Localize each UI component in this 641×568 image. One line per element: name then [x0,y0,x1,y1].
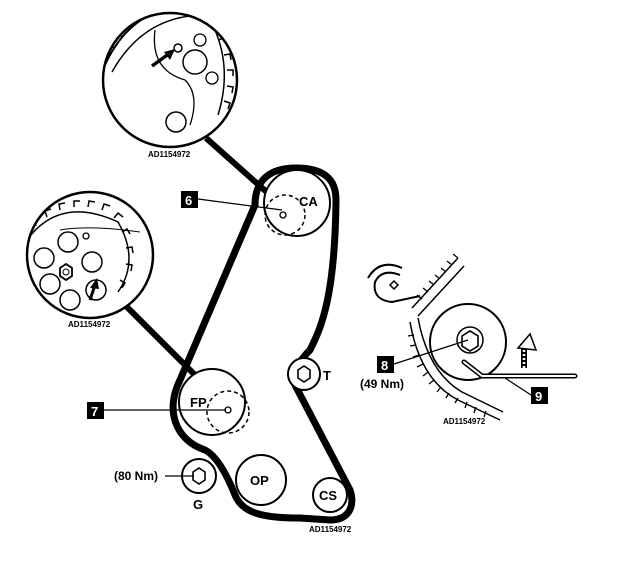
svg-text:7: 7 [91,404,98,419]
callout-7: 7 [87,402,226,419]
tensioner-label: T [323,368,331,383]
svg-text:6: 6 [185,193,192,208]
right-detail-ref: AD1154972 [443,417,486,426]
camshaft-label: CA [299,194,318,209]
guide-torque: (80 Nm) [114,469,158,483]
oil-pump-pulley: OP [235,454,287,506]
crankshaft-label: CS [319,488,337,503]
tensioner-adjust-detail: AD1154972 [367,253,578,426]
guide-pulley: (80 Nm) G [114,458,217,512]
camshaft-pulley: CA [263,169,331,237]
callout-6: 6 [181,191,283,211]
svg-text:9: 9 [535,389,542,404]
tensioner-pulley: T [287,357,331,391]
fuel-pump-detail-leader [122,302,208,388]
callout-9: 9 [504,377,548,404]
tensioner-torque: (49 Nm) [360,377,404,391]
camshaft-detail-view: AD1154972 [101,11,272,198]
main-diagram-ref: AD1154972 [309,525,352,534]
guide-label: G [193,497,203,512]
top-detail-ref: AD1154972 [148,150,191,159]
callout-8: 8 (49 Nm) [360,339,469,391]
svg-text:8: 8 [381,358,388,373]
fuel-pump-pulley: FP [178,368,250,436]
left-detail-ref: AD1154972 [68,320,111,329]
fuel-pump-detail-view: AD1154972 [25,190,208,388]
oil-pump-label: OP [250,473,269,488]
timing-belt [169,164,356,524]
fuel-pump-label: FP [190,395,207,410]
crankshaft-pulley: CS AD1154972 [309,477,352,534]
